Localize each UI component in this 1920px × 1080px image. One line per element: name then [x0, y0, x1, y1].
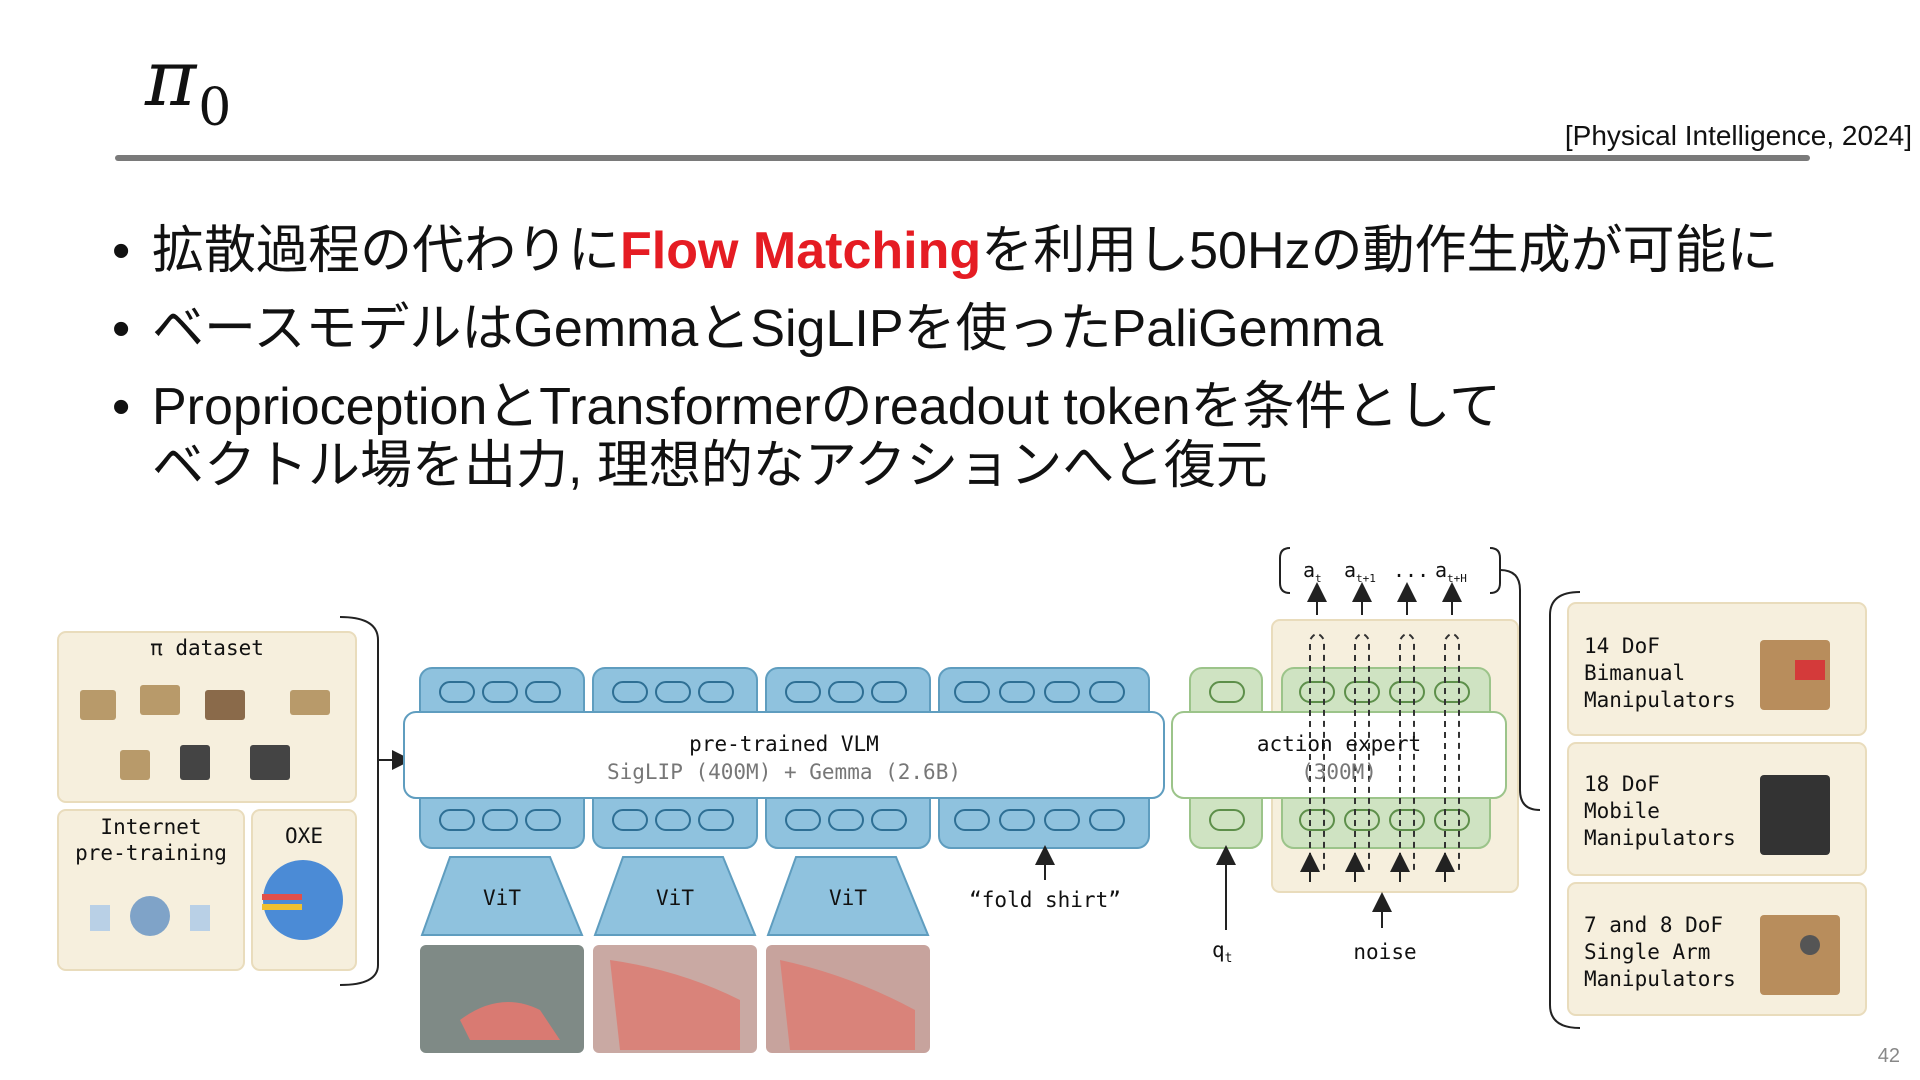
bullet-1: 拡散過程の代わりにFlow Matchingを利用し50Hzの動作生成が可能に	[112, 222, 1872, 280]
actions-bracket-left	[1279, 547, 1291, 594]
globe-icon	[130, 896, 170, 936]
shirt-cloth	[460, 1002, 560, 1040]
robot-label-single-arm: 7 and 8 DoF Single Arm Manipulators	[1584, 912, 1736, 993]
bullet-1-text-b: を利用し50Hzの動作生成が可能に	[981, 222, 1779, 280]
title-underline	[115, 155, 1810, 161]
noise-input-arrows	[1300, 852, 1455, 882]
bullet-3-continuation: ベクトル場を出力, 理想的なアクションへと復元	[152, 436, 1268, 495]
noise-label: noise	[1353, 940, 1417, 964]
action-expert-box	[1171, 711, 1507, 799]
bullet-list: 拡散過程の代わりにFlow Matchingを利用し50Hzの動作生成が可能に …	[112, 222, 1872, 515]
action-3-base: ...	[1393, 558, 1430, 582]
robot-3-line-3: Manipulators	[1584, 966, 1736, 991]
robots-brace	[1549, 591, 1581, 1029]
action-4-sub: t+H	[1447, 572, 1467, 585]
oxe-globe-icon	[263, 860, 343, 940]
vlm-tokens	[439, 681, 1125, 831]
robot-2-line-2: Mobile	[1584, 798, 1660, 823]
datasets-brace	[339, 616, 379, 986]
action-label-4: at+H	[1435, 558, 1467, 585]
pi-dataset-label: π dataset	[150, 636, 264, 660]
vit-label-3: ViT	[829, 886, 867, 910]
robot-3-line-2: Single Arm	[1584, 939, 1711, 964]
actions-bracket-right	[1489, 547, 1501, 594]
action-1-sub: t	[1315, 572, 1322, 585]
robot-arms-illustration	[80, 685, 330, 780]
title-symbol: π	[145, 34, 197, 124]
action-expert-title: action expert	[1256, 732, 1422, 756]
internet-label-line2: pre-training	[75, 841, 227, 866]
internet-pretraining-label: Internet pre-training	[58, 814, 244, 867]
action-expert-subtitle: (300M)	[1301, 760, 1377, 784]
bullet-3-text: ProprioceptionとTransformerのreadout token…	[152, 378, 1501, 437]
actions-to-robots-line	[1499, 569, 1541, 811]
bullet-1-highlight: Flow Matching	[620, 222, 982, 280]
robot-1-line-1: 14 DoF	[1584, 634, 1660, 658]
action-2-sub: t+1	[1356, 572, 1376, 585]
robot-1-line-3: Manipulators	[1584, 687, 1736, 712]
slide-title: π0	[145, 40, 231, 134]
action-1-base: a	[1303, 558, 1316, 582]
robot-1-line-2: Bimanual	[1584, 660, 1686, 685]
internet-label-line1: Internet	[100, 815, 202, 839]
vit-label-2: ViT	[656, 886, 694, 910]
action-2-base: a	[1344, 558, 1357, 582]
vit-encoders	[420, 856, 930, 936]
robot-label-mobile: 18 DoF Mobile Manipulators	[1584, 771, 1736, 852]
action-arrows	[1307, 582, 1462, 615]
bullet-1-text-a: 拡散過程の代わりに	[152, 222, 621, 280]
action-label-3: ...	[1393, 558, 1429, 582]
document-icon	[190, 905, 210, 931]
expert-tokens	[1209, 681, 1470, 831]
action-4-base: a	[1435, 558, 1448, 582]
vlm-box	[403, 711, 1165, 799]
robot-3-line-1: 7 and 8 DoF	[1584, 913, 1724, 937]
qt-base: q	[1212, 938, 1225, 962]
robot-label-bimanual: 14 DoF Bimanual Manipulators	[1584, 633, 1736, 714]
vlm-subtitle: SigLIP (400M) + Gemma (2.6B)	[606, 760, 961, 784]
qt-label: qt	[1212, 938, 1232, 966]
vit-label-1: ViT	[483, 886, 521, 910]
document-icon	[90, 905, 110, 931]
robot-2-line-3: Manipulators	[1584, 825, 1736, 850]
action-label-1: at	[1303, 558, 1322, 585]
bullet-3: ProprioceptionとTransformerのreadout token…	[112, 378, 1872, 494]
robot-illustrations	[1760, 640, 1840, 995]
oxe-label: OXE	[285, 824, 323, 848]
citation: [Physical Intelligence, 2024]	[1564, 120, 1912, 151]
action-label-2: at+1	[1344, 558, 1376, 585]
vlm-title: pre-trained VLM	[689, 732, 879, 756]
bullet-2-text: ベースモデルはGemmaとSigLIPを使ったPaliGemma	[152, 300, 1384, 359]
bullet-2: ベースモデルはGemmaとSigLIPを使ったPaliGemma	[112, 300, 1872, 358]
page-number: 42	[1877, 1045, 1900, 1067]
language-prompt: “fold shirt”	[969, 888, 1121, 912]
title-subscript: 0	[198, 78, 232, 138]
qt-subscript: t	[1224, 951, 1233, 967]
robot-2-line-1: 18 DoF	[1584, 772, 1660, 796]
